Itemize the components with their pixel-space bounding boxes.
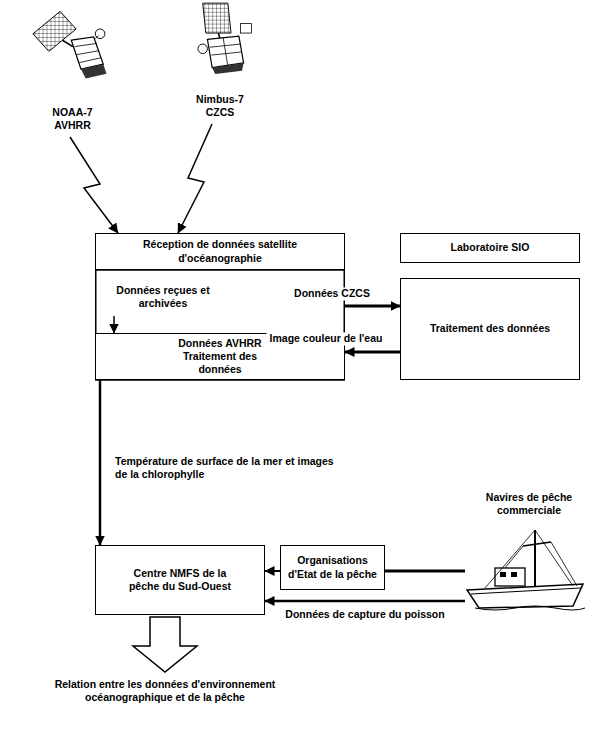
connector xyxy=(265,570,280,572)
center-box: Centre NMFS de la pêche du Sud-Ouest xyxy=(95,545,265,615)
connector xyxy=(70,137,118,233)
process-box: Réception de données satellite d'océanog… xyxy=(95,233,345,270)
connector xyxy=(113,316,115,333)
org-box: Organisations d'Etat de la pêche xyxy=(280,545,385,590)
boat-node: Navires de pêche commerciale xyxy=(465,488,590,613)
lab-box: Laboratoire SIO xyxy=(400,233,580,263)
result-label: Relation entre les données d'environneme… xyxy=(35,678,295,704)
node-text: Laboratoire SIO xyxy=(451,241,530,254)
edge-label: Température de surface de la mer et imag… xyxy=(112,455,343,481)
edge-label: Données CZCS xyxy=(291,287,373,300)
satellite-node: NOAA-7 AVHRR xyxy=(15,5,130,135)
node-text: Organisations d'Etat de la pêche xyxy=(285,554,380,580)
illustration xyxy=(15,5,130,109)
connector xyxy=(345,305,400,308)
process-box: Traitement des données xyxy=(400,278,580,380)
illustration xyxy=(465,520,590,613)
node-text: Données reçues et archivées xyxy=(113,284,213,310)
edge-label: Données de capture du poisson xyxy=(282,608,447,621)
node-text: Traitement des données xyxy=(430,322,550,335)
connector xyxy=(345,351,400,354)
node-text: NOAA-7 AVHRR xyxy=(43,106,103,132)
connector xyxy=(99,380,102,545)
edge-label: Image couleur de l'eau xyxy=(267,332,386,345)
illustration xyxy=(160,0,280,96)
connector xyxy=(385,570,465,573)
node-text: Données AVHRR Traitement des données xyxy=(160,337,280,376)
connector xyxy=(178,124,212,233)
node-text: Nimbus-7 CZCS xyxy=(188,93,252,119)
connector xyxy=(265,600,465,603)
satellite-node: Nimbus-7 CZCS xyxy=(160,0,280,122)
node-text: Réception de données satellite d'océanog… xyxy=(102,238,338,264)
node-text: Centre NMFS de la pêche du Sud-Ouest xyxy=(120,567,240,593)
hollow-arrow xyxy=(133,617,197,672)
node-text: Navires de pêche commerciale xyxy=(474,491,584,517)
